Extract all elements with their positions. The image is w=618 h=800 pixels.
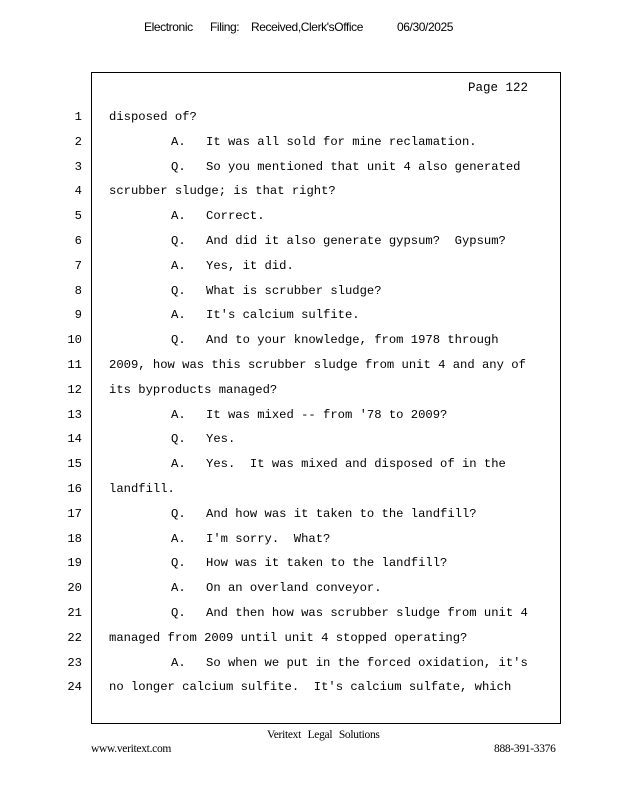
transcript-line: 5 A. Correct.: [0, 209, 618, 229]
transcript-line: 4 scrubber sludge; is that right?: [0, 184, 618, 204]
line-number: 12: [67, 382, 82, 397]
speaker-label: A.: [171, 581, 186, 596]
speaker-label: A.: [171, 407, 186, 422]
header-received: Received,Clerk'sOffice: [251, 20, 363, 34]
header-date: 06/30/2025: [397, 20, 454, 34]
transcript-line: 16 landfill.: [0, 482, 618, 502]
transcript-line: 6 Q. And did it also generate gypsum? Gyps…: [0, 234, 618, 254]
transcript-line: 15 A. Yes. It was mixed and disposed of in…: [0, 457, 618, 477]
transcript-line: 24 no longer calcium sulfite. It's calciu…: [0, 680, 618, 700]
header-electronic: Electronic: [144, 20, 193, 34]
transcript-line: 9 A. It's calcium sulfite.: [0, 308, 618, 328]
speaker-label: Q.: [171, 606, 186, 620]
header-filing: Filing:: [210, 20, 240, 34]
transcript-line: 1 disposed of?: [0, 110, 618, 130]
line-text: How was it taken to the landfill?: [206, 556, 448, 571]
line-number: 13: [67, 407, 82, 422]
line-text: managed from 2009 until unit 4 stopped o…: [109, 630, 468, 645]
transcript-line: 12 its byproducts managed?: [0, 383, 618, 403]
line-number: 5: [74, 209, 82, 224]
transcript-line: 14 Q. Yes.: [0, 432, 618, 452]
transcript-line: 21 Q. And then how was scrubber sludge fro…: [0, 606, 618, 626]
transcript-line: 22 managed from 2009 until unit 4 stopped…: [0, 631, 618, 651]
line-number: 19: [67, 556, 82, 571]
transcript-line: 10 Q. And to your knowledge, from 1978 thr…: [0, 333, 618, 353]
line-text: landfill.: [109, 482, 175, 496]
speaker-label: Q.: [171, 159, 186, 174]
line-number: 9: [74, 308, 82, 323]
line-text: its byproducts managed?: [109, 382, 278, 397]
line-text: no longer calcium sulfite. It's calcium …: [109, 680, 512, 695]
line-text: And then how was scrubber sludge from un…: [206, 606, 528, 620]
line-text: Yes.: [206, 432, 236, 447]
line-number: 24: [67, 680, 82, 695]
transcript-line: 23 A. So when we put in the forced oxidati…: [0, 656, 618, 676]
footer-website: www.veritext.com: [91, 743, 172, 755]
transcript-line: 2 A. It was all sold for mine reclamation.: [0, 135, 618, 155]
line-number: 7: [74, 258, 82, 273]
line-number: 3: [74, 159, 82, 174]
speaker-label: Q.: [171, 432, 186, 447]
line-number: 17: [67, 506, 82, 521]
line-number: 2: [74, 134, 82, 149]
line-text: scrubber sludge; is that right?: [109, 184, 336, 199]
line-number: 23: [67, 655, 82, 670]
line-number: 8: [74, 283, 82, 298]
speaker-label: Q.: [171, 283, 186, 298]
footer-phone: 888-391-3376: [494, 743, 556, 755]
line-text: It's calcium sulfite.: [206, 308, 360, 323]
transcript-line: 13 A. It was mixed -- from '78 to 2009?: [0, 408, 618, 428]
speaker-label: A.: [171, 531, 186, 546]
speaker-label: A.: [171, 308, 186, 323]
transcript-line: 17 Q. And how was it taken to the landfill…: [0, 507, 618, 527]
line-text: What is scrubber sludge?: [206, 283, 382, 298]
line-text: And did it also generate gypsum? Gypsum?: [206, 234, 506, 248]
line-number: 4: [74, 184, 82, 199]
speaker-label: A.: [171, 134, 186, 149]
speaker-label: A.: [171, 457, 186, 472]
line-number: 15: [67, 457, 82, 472]
transcript-line: 8 Q. What is scrubber sludge?: [0, 284, 618, 304]
line-number: 20: [67, 581, 82, 596]
line-text: Yes. It was mixed and disposed of in the: [206, 457, 506, 472]
line-number: 16: [67, 482, 82, 496]
line-text: So when we put in the forced oxidation, …: [206, 655, 528, 670]
line-text: And how was it taken to the landfill?: [206, 506, 477, 521]
line-text: And to your knowledge, from 1978 through: [206, 333, 499, 348]
speaker-label: A.: [171, 655, 186, 670]
line-number: 22: [67, 630, 82, 645]
speaker-label: Q.: [171, 333, 186, 348]
transcript-line: 7 A. Yes, it did.: [0, 259, 618, 279]
line-text: Correct.: [206, 209, 265, 224]
transcript-line: 20 A. On an overland conveyor.: [0, 581, 618, 601]
line-text: So you mentioned that unit 4 also genera…: [206, 159, 521, 174]
line-text: I'm sorry. What?: [206, 531, 331, 546]
line-text: It was mixed -- from '78 to 2009?: [206, 407, 448, 422]
line-text: disposed of?: [109, 110, 197, 124]
speaker-label: Q.: [171, 556, 186, 571]
speaker-label: Q.: [171, 506, 186, 521]
line-number: 14: [67, 432, 82, 447]
transcript-line: 18 A. I'm sorry. What?: [0, 532, 618, 552]
transcript-line: 3 Q. So you mentioned that unit 4 also gen…: [0, 160, 618, 180]
line-number: 18: [67, 531, 82, 546]
speaker-label: A.: [171, 209, 186, 224]
line-text: On an overland conveyor.: [206, 581, 382, 596]
line-number: 1: [74, 110, 82, 124]
transcript-line: 11 2009, how was this scrubber sludge fro…: [0, 358, 618, 378]
transcript-line: 19 Q. How was it taken to the landfill?: [0, 556, 618, 576]
speaker-label: Q.: [171, 234, 186, 248]
line-number: 6: [74, 234, 82, 248]
transcript-border: [91, 72, 561, 724]
line-text: 2009, how was this scrubber sludge from …: [109, 358, 526, 372]
line-number: 11: [67, 358, 82, 372]
line-number: 10: [67, 333, 82, 348]
line-text: It was all sold for mine reclamation.: [206, 134, 477, 149]
line-number: 21: [67, 606, 82, 620]
speaker-label: A.: [171, 258, 186, 273]
footer-company: Veritext Legal Solutions: [267, 729, 380, 741]
page-number: Page 122: [468, 81, 529, 95]
line-text: Yes, it did.: [206, 258, 294, 273]
